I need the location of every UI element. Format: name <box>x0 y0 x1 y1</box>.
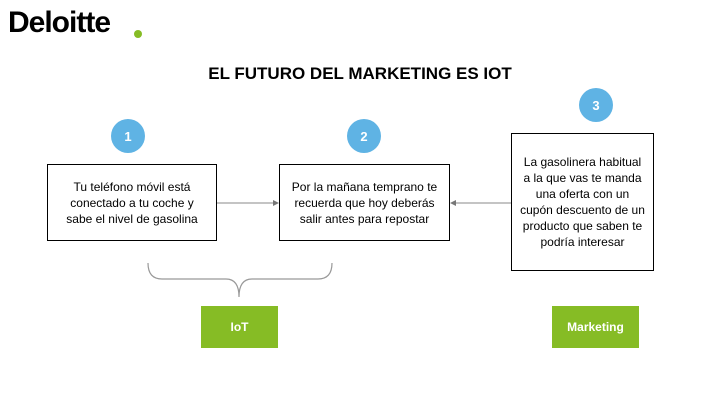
deloitte-logo: Deloitte <box>8 6 111 40</box>
step-3-text: La gasolinera habitual a la que vas te m… <box>520 155 645 249</box>
step-2-box: Por la mañana temprano te recuerda que h… <box>279 164 450 241</box>
step-1-badge: 1 <box>111 119 145 153</box>
marketing-tag: Marketing <box>552 306 639 348</box>
step-1-box: Tu teléfono móvil está conectado a tu co… <box>47 164 217 241</box>
iot-tag: IoT <box>201 306 278 348</box>
logo-dot-icon <box>134 30 142 38</box>
step-1-text: Tu teléfono móvil está conectado a tu co… <box>66 179 198 226</box>
slide-title: EL FUTURO DEL MARKETING ES IOT <box>208 64 512 83</box>
logo-text: Deloitte <box>8 6 111 39</box>
step-3-badge: 3 <box>579 88 613 122</box>
step-2-text: Por la mañana temprano te recuerda que h… <box>291 179 438 226</box>
step-3-box: La gasolinera habitual a la que vas te m… <box>511 133 654 271</box>
iot-brace <box>147 262 333 298</box>
step-2-badge: 2 <box>347 119 381 153</box>
